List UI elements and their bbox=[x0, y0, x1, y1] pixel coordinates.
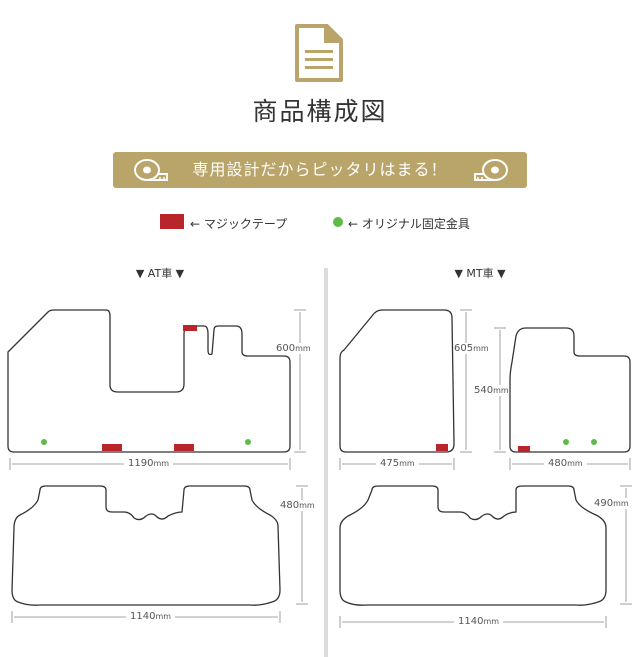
fixture-marker bbox=[591, 439, 597, 445]
at-front-mat bbox=[7, 309, 291, 453]
at-rear-height-label: 480mm bbox=[280, 500, 315, 511]
legend-label-fixture: ← オリジナル固定金具 bbox=[348, 217, 470, 231]
tape-measure-icon bbox=[134, 159, 168, 181]
mt-driver-width-label: 475mm bbox=[376, 458, 419, 469]
mt-rear-mat bbox=[339, 485, 607, 606]
velcro-marker bbox=[160, 214, 184, 229]
velcro-marker bbox=[436, 444, 448, 451]
mt-passenger-height-label: 540mm bbox=[474, 385, 509, 396]
at-rear-width-label: 1140mm bbox=[126, 611, 176, 622]
section-divider bbox=[324, 268, 328, 657]
mt-rear-width-label: 1140mm bbox=[454, 616, 504, 627]
fixture-marker bbox=[245, 439, 251, 445]
legend-label-velcro: ← マジックテープ bbox=[190, 217, 288, 231]
velcro-marker bbox=[183, 325, 197, 331]
fixture-marker bbox=[563, 439, 569, 445]
velcro-marker bbox=[102, 444, 122, 451]
at-front-width-label: 1190mm bbox=[124, 458, 174, 469]
velcro-marker bbox=[174, 444, 194, 451]
at-heading: ▼ AT車 ▼ bbox=[135, 267, 185, 280]
banner-text: 専用設計だからピッタリはまる！ bbox=[192, 160, 448, 179]
velcro-marker bbox=[518, 446, 530, 452]
mt-heading: ▼ MT車 ▼ bbox=[454, 267, 506, 280]
fixture-marker bbox=[41, 439, 47, 445]
at-front-height-label: 600mm bbox=[276, 343, 311, 354]
mt-passenger-mat bbox=[509, 327, 631, 453]
mt-rear-height-label: 490mm bbox=[594, 498, 629, 509]
mt-driver-mat bbox=[339, 309, 455, 453]
banner: 専用設計だからピッタリはまる！ bbox=[113, 152, 527, 188]
legend: ← マジックテープ ← オリジナル固定金具 bbox=[0, 212, 640, 232]
at-rear-mat bbox=[11, 485, 281, 606]
page-title: 商品構成図 bbox=[252, 97, 388, 126]
fixture-marker bbox=[333, 217, 343, 227]
document-icon bbox=[295, 24, 343, 82]
mt-driver-height-label: 605mm bbox=[454, 343, 489, 354]
tape-measure-icon bbox=[474, 159, 508, 181]
mt-passenger-width-label: 480mm bbox=[544, 458, 587, 469]
